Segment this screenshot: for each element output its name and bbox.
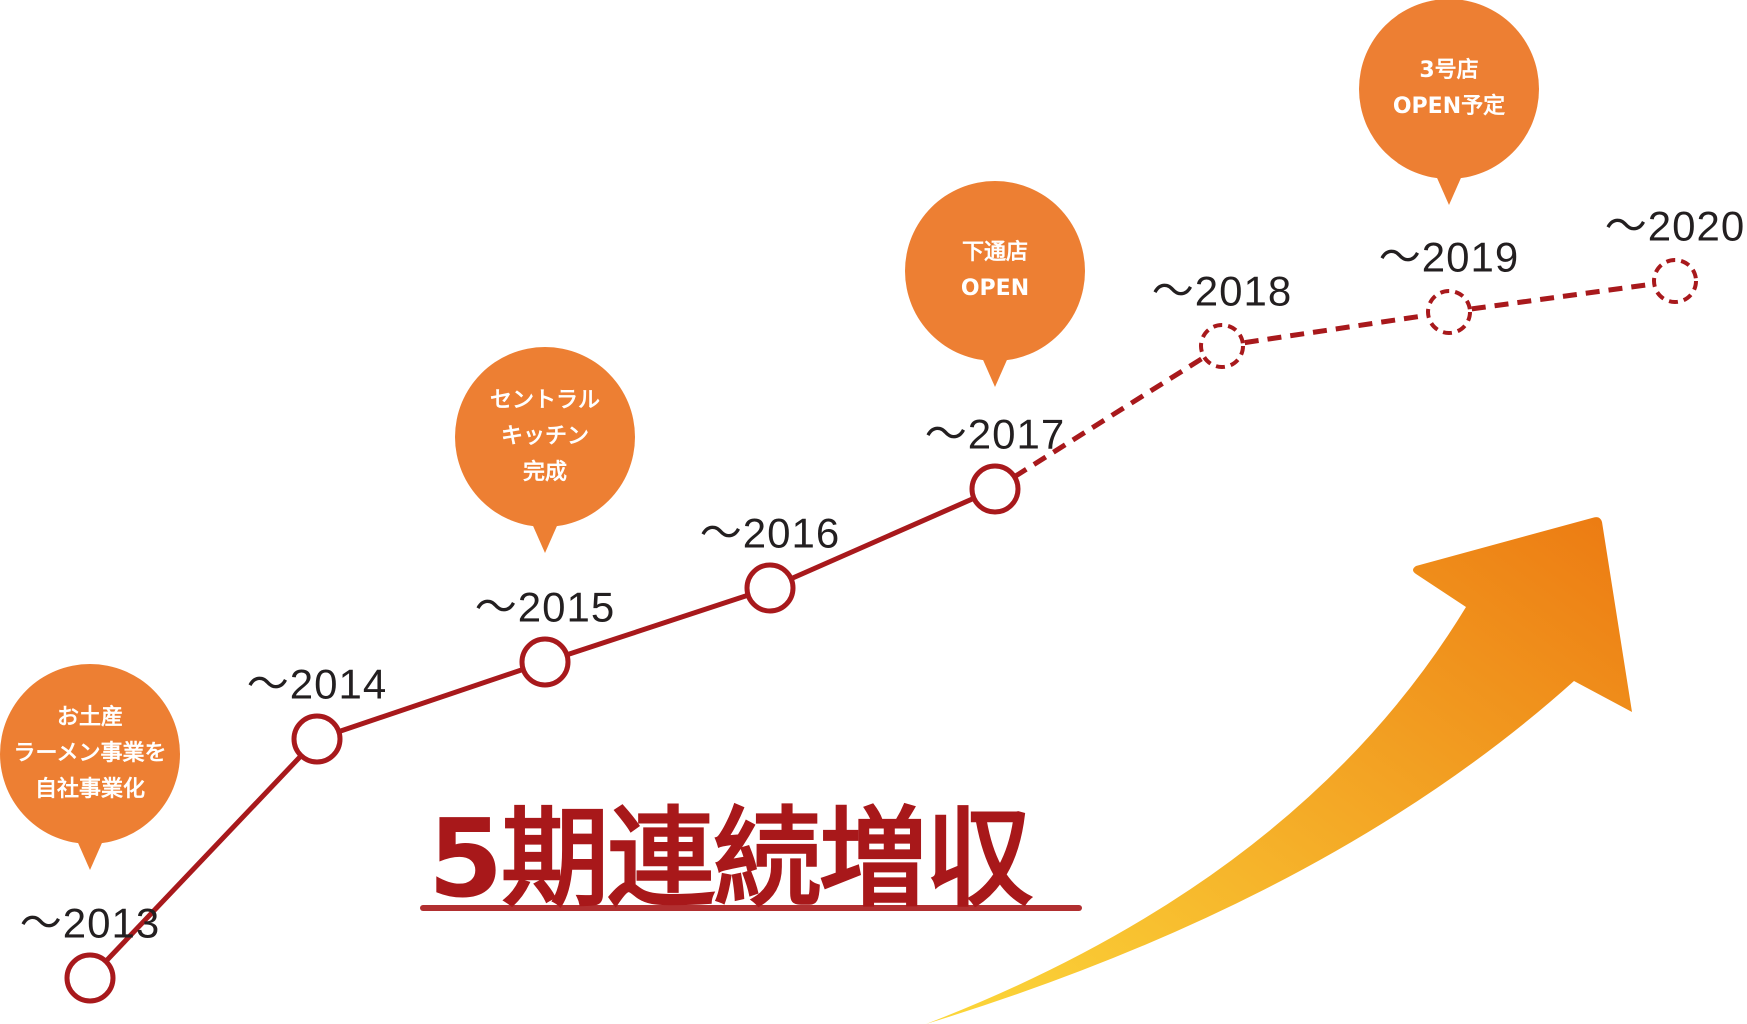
timeline-segment xyxy=(316,659,546,742)
year-label: ～2018 xyxy=(1151,267,1293,315)
growth-arrow-icon xyxy=(926,517,1632,1024)
headline-underline xyxy=(420,905,1082,911)
year-label: ～2016 xyxy=(699,509,841,557)
timeline-node xyxy=(969,463,1021,515)
timeline-segment xyxy=(544,585,771,665)
timeline-node xyxy=(64,952,116,1004)
timeline-node xyxy=(1199,323,1245,369)
year-label: ～2014 xyxy=(246,660,388,708)
timeline-node xyxy=(744,562,796,614)
timeline-segment xyxy=(1221,309,1450,349)
timeline-node xyxy=(1426,289,1472,335)
milestone-bubble: 3号店 OPEN予定 xyxy=(1359,0,1539,205)
headline: 5期連続増収 xyxy=(428,797,1033,922)
year-label: ～2019 xyxy=(1378,233,1520,281)
year-label: ～2017 xyxy=(924,410,1066,458)
year-label: ～2020 xyxy=(1604,202,1746,250)
timeline-node xyxy=(291,713,343,765)
year-label: ～2015 xyxy=(474,583,616,631)
timeline-segment xyxy=(768,486,997,591)
year-label: ～2013 xyxy=(19,899,161,947)
milestone-bubble: お土産 ラーメン事業を 自社事業化 xyxy=(0,664,180,870)
timeline-segment xyxy=(1448,278,1676,315)
milestone-bubble: セントラル キッチン 完成 xyxy=(455,347,635,553)
timeline-segment xyxy=(88,737,319,980)
milestone-bubble: 下通店 OPEN xyxy=(905,181,1085,387)
timeline-node xyxy=(1652,258,1698,304)
timeline-node xyxy=(519,636,571,688)
